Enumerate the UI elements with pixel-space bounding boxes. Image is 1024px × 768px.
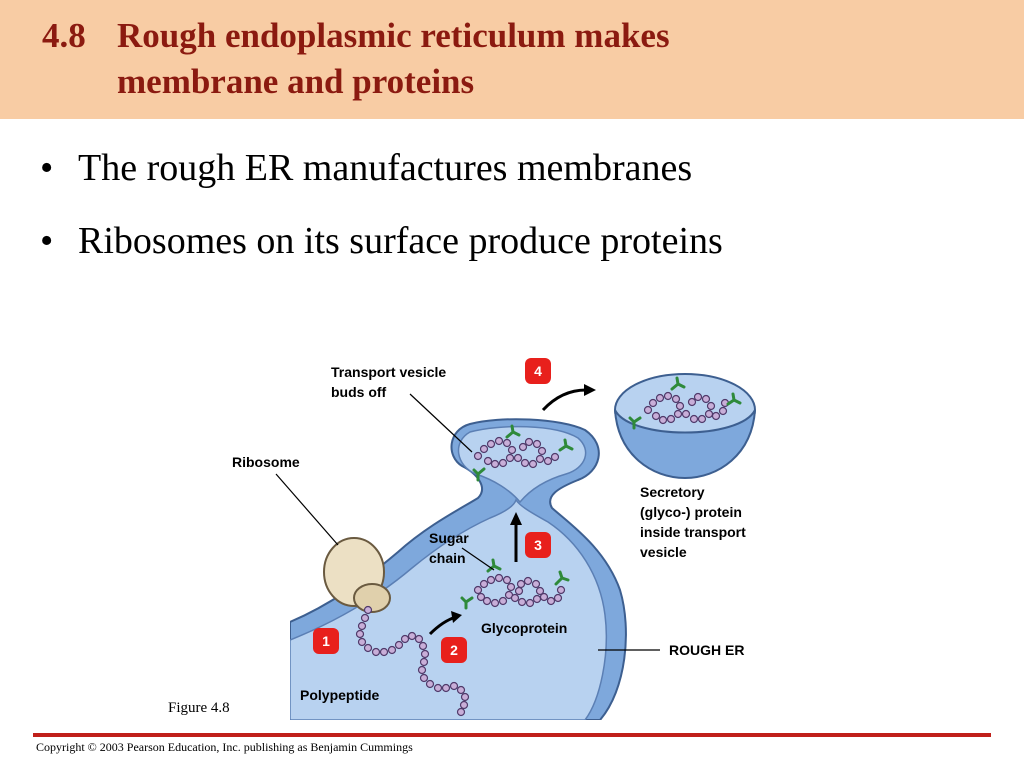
arrow-step-4-head [584, 384, 596, 396]
slide-number: 4.8 [42, 16, 86, 55]
sugar-chain-marks [460, 376, 742, 610]
step-badge-1 [313, 628, 339, 654]
figure-caption: Figure 4.8 [168, 700, 230, 716]
step-badge-2-label: 2 [450, 642, 458, 658]
ribosome-small-subunit [353, 583, 391, 613]
step-badge-4 [525, 358, 551, 384]
label-polypeptide: Polypeptide [300, 687, 380, 703]
label-transport-vesicle: Transport vesicle [331, 364, 446, 380]
step-badge-3 [525, 532, 551, 558]
leader-lines [275, 393, 660, 651]
polypeptide-chain [355, 605, 470, 717]
bullet-text: Ribosomes on its surface produce protein… [78, 220, 723, 262]
label-sugar-chain: Sugar [429, 530, 469, 546]
vesicle-protein-coil [473, 436, 560, 469]
label-secretory-4: vesicle [640, 544, 687, 560]
step-badge-1-label: 1 [322, 633, 330, 649]
arrow-step-2-head [451, 611, 462, 623]
label-rough-er: ROUGH ER [669, 642, 744, 658]
bullet-text: The rough ER manufactures membranes [78, 147, 693, 189]
step-badge-4-label: 4 [534, 363, 542, 379]
footer-divider [33, 733, 991, 737]
bullet-marker: • [40, 147, 54, 189]
secretory-vesicle-body [614, 409, 756, 480]
bullet-item: • The rough ER manufactures membranes [40, 146, 692, 190]
title-banner [0, 0, 1024, 119]
slide-title-line-1: Rough endoplasmic reticulum makes [117, 16, 670, 55]
label-secretory-3: inside transport [640, 524, 746, 540]
label-secretory: Secretory [640, 484, 705, 500]
step-badge-2 [441, 637, 467, 663]
label-sugar-chain-2: chain [429, 550, 466, 566]
bullet-marker: • [40, 220, 54, 262]
step-badge-3-label: 3 [534, 537, 542, 553]
arrow-step-3-head [510, 512, 522, 525]
label-ribosome: Ribosome [232, 454, 300, 470]
arrow-step-4 [541, 388, 587, 412]
slide-title-line-2: membrane and proteins [117, 62, 475, 101]
bullet-item: • Ribosomes on its surface produce protei… [40, 219, 723, 263]
label-glycoprotein: Glycoprotein [481, 620, 567, 636]
secretory-protein-coil [643, 391, 730, 425]
copyright-notice: Copyright © 2003 Pearson Education, Inc.… [36, 740, 413, 754]
label-secretory-2: (glyco-) protein [640, 504, 742, 520]
label-transport-vesicle-2: buds off [331, 384, 387, 400]
glycoprotein-coil [473, 573, 566, 608]
